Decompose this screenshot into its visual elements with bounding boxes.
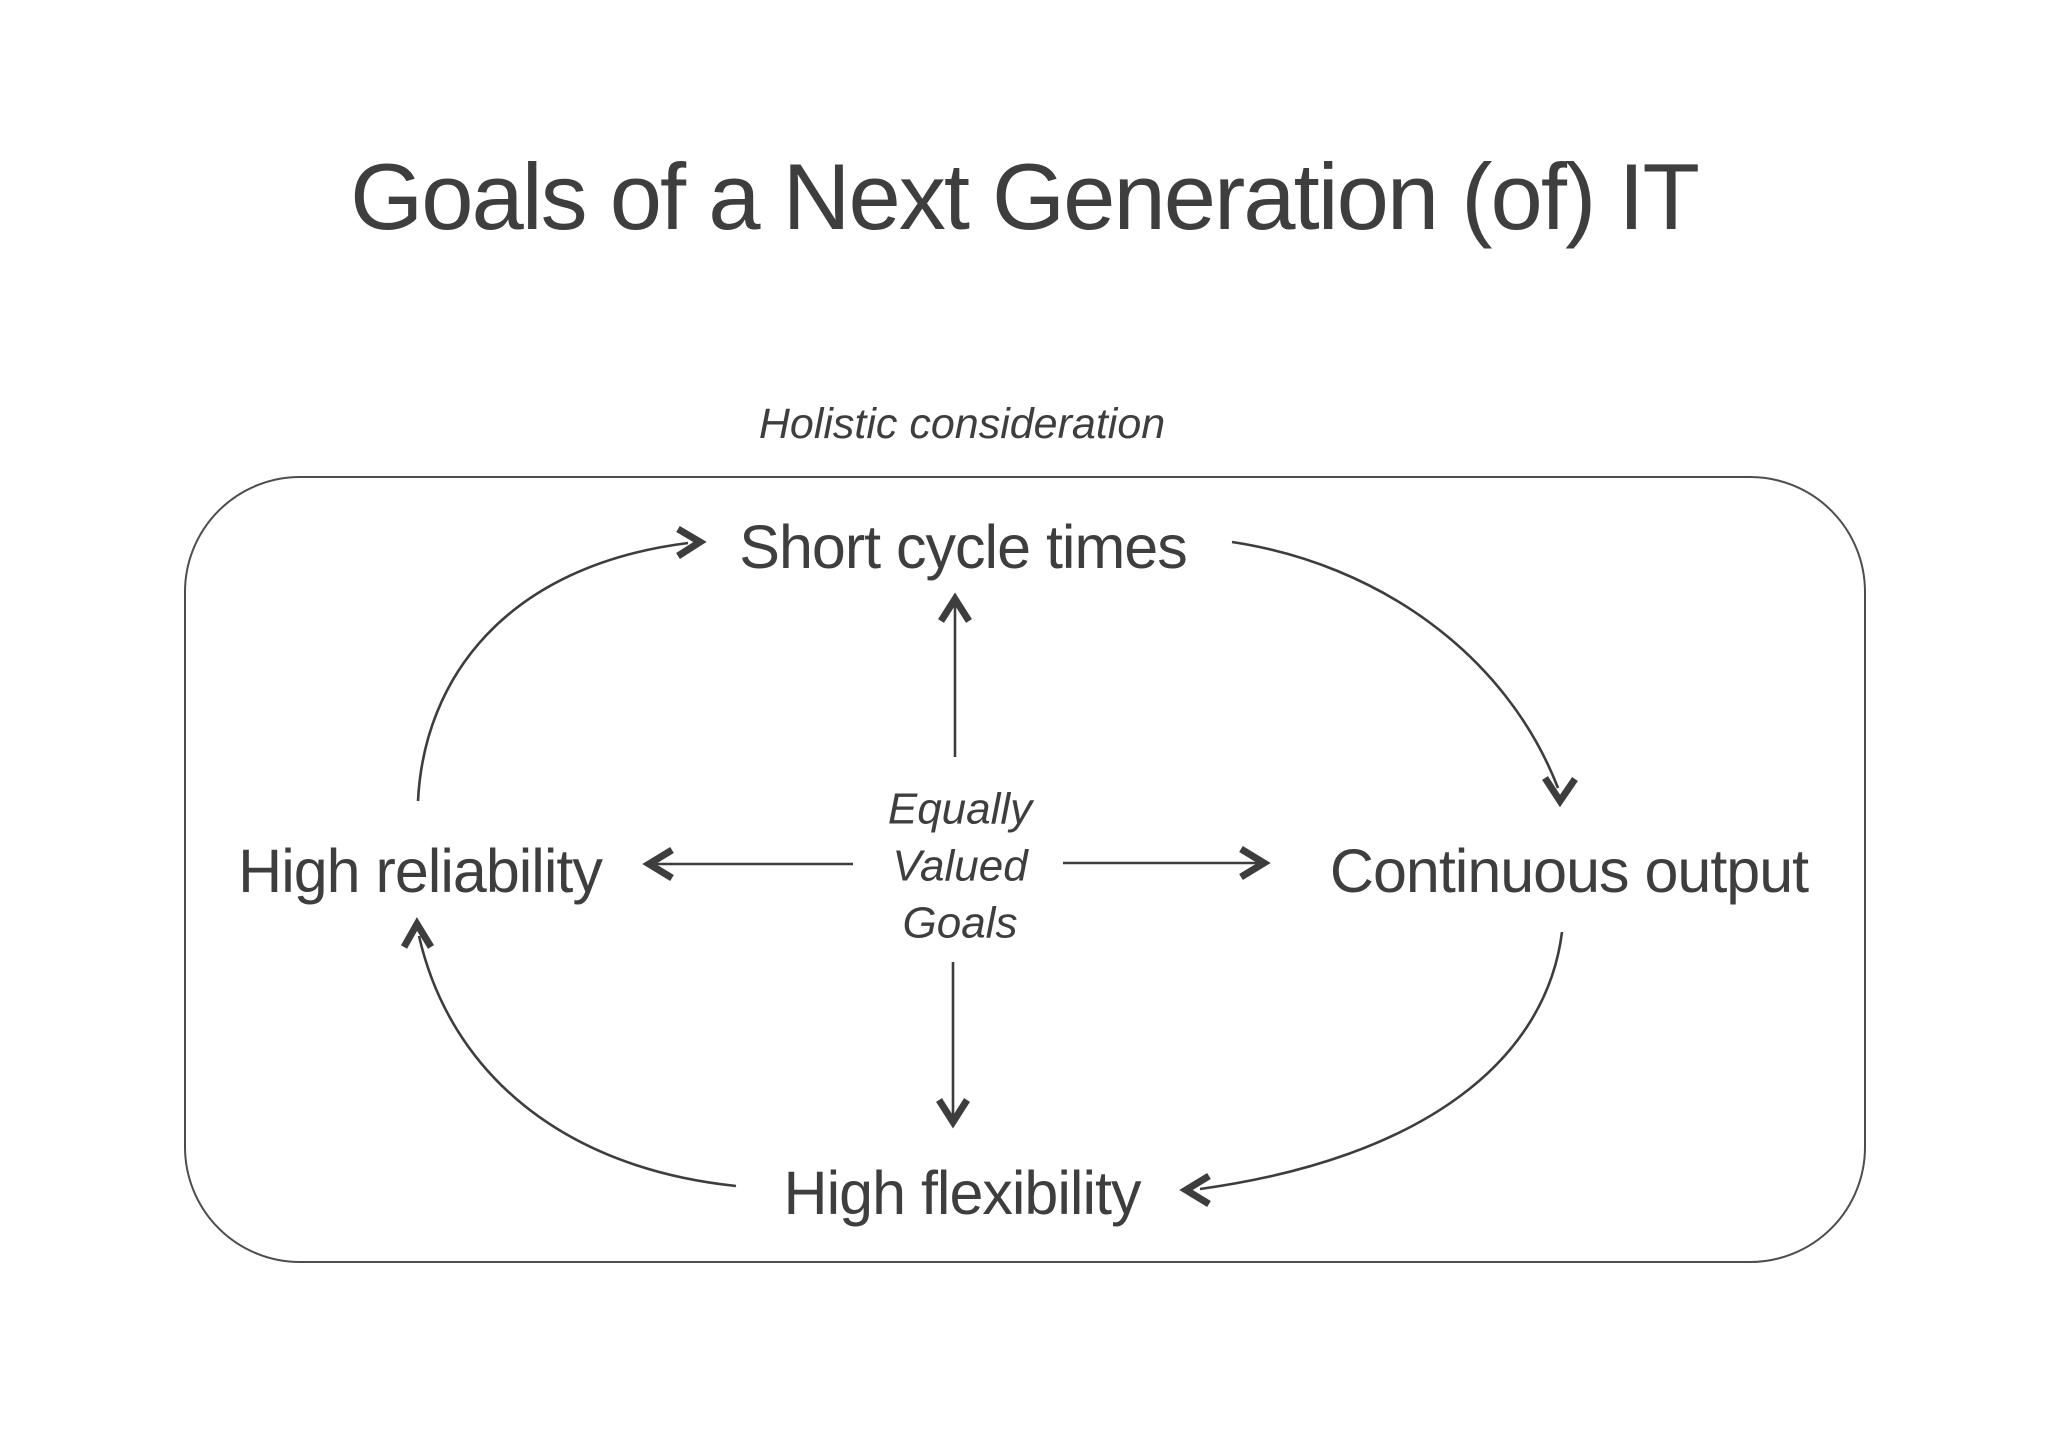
node-high-reliability: High reliability bbox=[238, 837, 603, 905]
center-arrow-up bbox=[938, 592, 972, 757]
center-label-line-3: Goals bbox=[902, 898, 1018, 948]
holistic-consideration-label: Holistic consideration bbox=[758, 400, 1166, 448]
cycle-arrow-flexibility-to-reliability bbox=[400, 917, 737, 1188]
cycle-arrow-continuous-to-flexibility bbox=[1179, 931, 1564, 1207]
center-arrow-down bbox=[936, 962, 970, 1129]
center-arrow-right bbox=[1063, 846, 1271, 880]
page-title: Goals of a Next Generation (of) IT bbox=[350, 144, 1700, 249]
center-label-line-1: Equally bbox=[887, 784, 1033, 834]
cycle-arrow-shortcycle-to-continuous bbox=[1231, 540, 1578, 808]
equally-valued-goals-label: Equally Valued Goals bbox=[888, 781, 1032, 952]
node-high-flexibility: High flexibility bbox=[783, 1159, 1142, 1227]
node-short-cycle-times: Short cycle times bbox=[739, 513, 1187, 581]
cycle-arrow-reliability-to-shortcycle bbox=[416, 525, 707, 802]
center-arrow-left bbox=[642, 847, 853, 881]
center-label-line-2: Valued bbox=[892, 841, 1028, 891]
node-continuous-output: Continuous output bbox=[1329, 837, 1809, 905]
holistic-boundary-box bbox=[184, 476, 1866, 1263]
